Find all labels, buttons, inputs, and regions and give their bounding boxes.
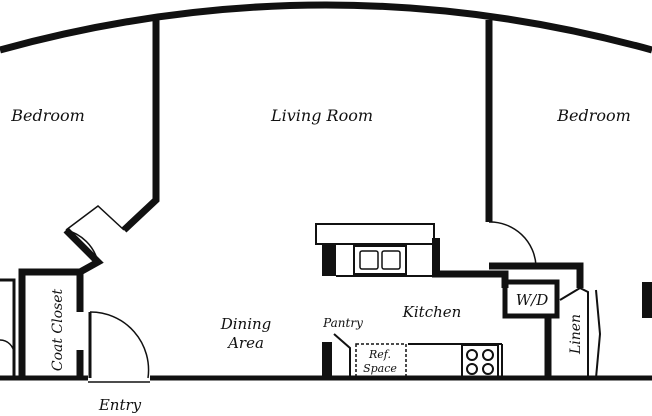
stove-burner-3 (466, 363, 478, 375)
ref-space-box (355, 343, 407, 379)
label-ref: Ref. (368, 348, 391, 361)
label-area: Area (226, 334, 264, 352)
wd-closet (502, 279, 560, 319)
pantry-door (333, 333, 351, 378)
stove (461, 344, 499, 379)
kitchen-sink-basin-right (381, 250, 401, 270)
linen-closet-door (595, 289, 602, 379)
label-pantry: Pantry (322, 316, 363, 330)
linen-closet-wall (579, 287, 589, 378)
label-coat-closet: Coat Closet (50, 288, 66, 371)
kitchen-bar-counter (315, 223, 435, 245)
wall-left-bedroom (121, 20, 160, 233)
label-bedroom-left: Bedroom (10, 106, 85, 125)
kitchen-right-wall (432, 270, 509, 288)
stove-burner-2 (482, 349, 494, 361)
linen-closet-outer (559, 287, 581, 301)
label-dining: Dining (220, 315, 272, 333)
wall-left-edge (0, 278, 16, 378)
curved-exterior-wall (0, 1, 652, 54)
kitchen-sink-wall (322, 244, 336, 276)
label-bedroom-right: Bedroom (556, 106, 631, 125)
stove-burner-4 (482, 363, 494, 375)
fixture-left-arc (0, 339, 15, 355)
kitchen-sink-basin-left (359, 250, 379, 270)
label-wd: W/D (516, 291, 549, 309)
door-swing-bedroom-left-2 (65, 205, 125, 231)
label-living-room: Living Room (270, 106, 373, 125)
pantry-wall (322, 342, 332, 378)
label-space: Space (363, 362, 397, 375)
label-entry: Entry (98, 396, 142, 414)
door-swing-right-bedroom (488, 221, 537, 267)
right-edge-wall (642, 282, 652, 318)
label-kitchen: Kitchen (402, 303, 462, 321)
kitchen-bar-post (432, 238, 440, 274)
door-swing-entry (89, 311, 150, 379)
label-linen: Linen (568, 314, 584, 355)
wall-bedroom-right-lower (489, 262, 584, 288)
stove-burner-1 (466, 349, 478, 361)
kitchen-sink (353, 245, 407, 275)
door-swing-bedroom-left (65, 229, 99, 263)
